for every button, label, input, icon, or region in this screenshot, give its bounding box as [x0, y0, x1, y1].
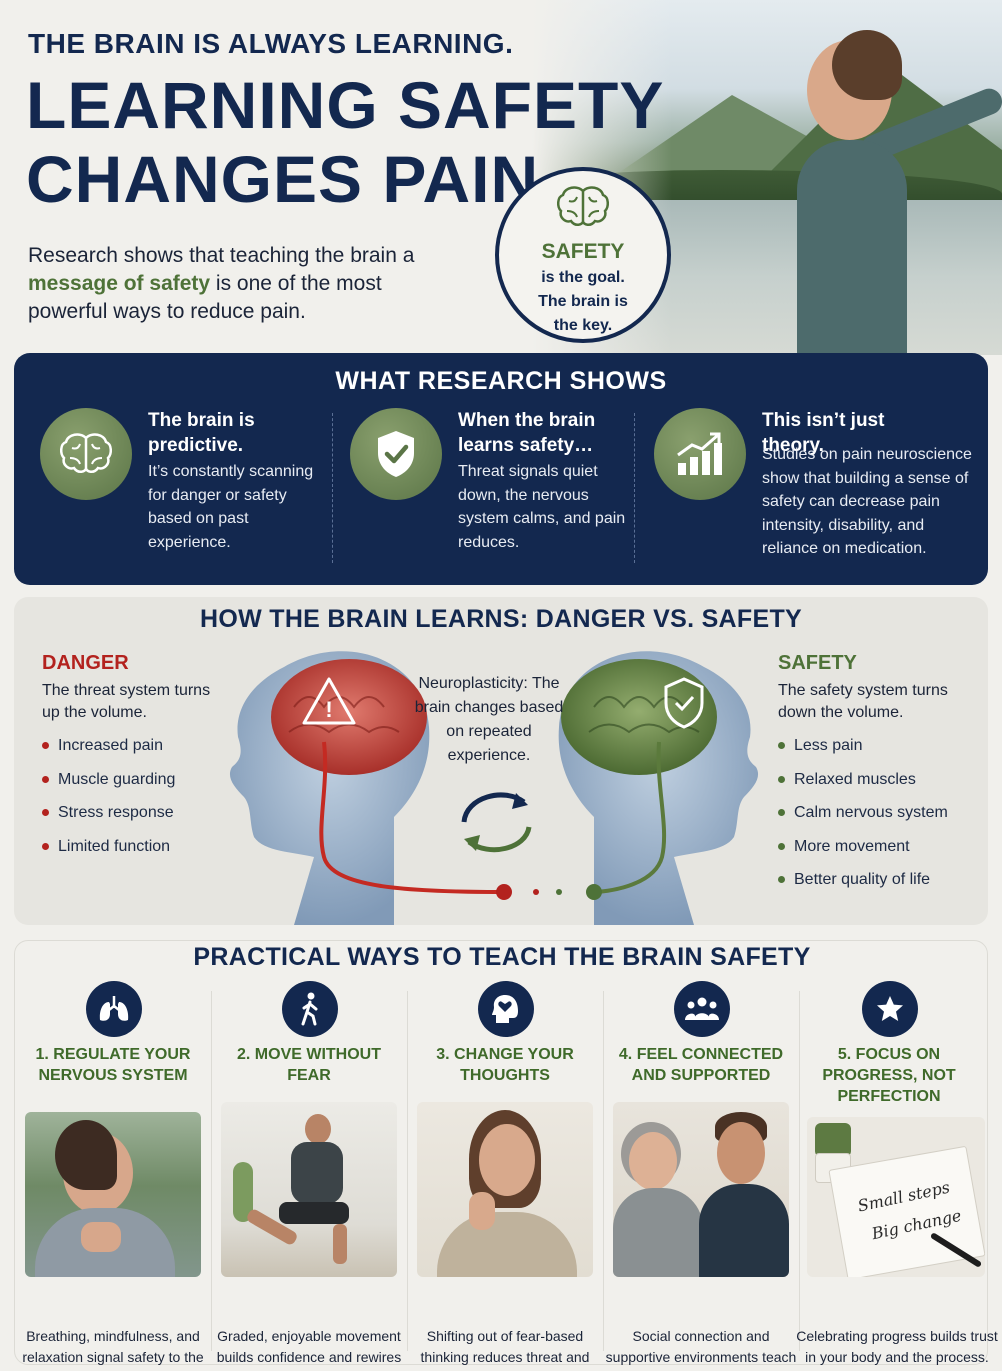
research-item-text: Threat signals quiet down, the nervous s…: [458, 463, 626, 551]
photo-two-people-talking: [613, 1102, 789, 1277]
practical-item-title: 1. REGULATE YOUR NERVOUS SYSTEM: [35, 1046, 191, 1084]
divider: [634, 413, 635, 563]
brain-learns-panel: HOW THE BRAIN LEARNS: DANGER VS. SAFETY …: [14, 597, 988, 925]
photo-notebook: Small steps Big change: [807, 1117, 985, 1277]
list-item: Better quality of life: [778, 871, 948, 905]
practical-item-title: 2. MOVE WITHOUT FEAR: [237, 1046, 381, 1084]
list-item: Increased pain: [42, 737, 175, 771]
list-item: Less pain: [778, 737, 948, 771]
research-panel: WHAT RESEARCH SHOWS The brain is predict…: [14, 353, 988, 585]
shield-check-icon: [664, 677, 704, 729]
list-item: More movement: [778, 838, 948, 872]
research-title: WHAT RESEARCH SHOWS: [335, 367, 667, 395]
shield-check-icon: [350, 408, 442, 500]
practical-item-title: 3. CHANGE YOUR THOUGHTS: [436, 1046, 574, 1084]
divider: [799, 991, 800, 1351]
warning-icon: [302, 677, 356, 725]
safety-head: [556, 651, 759, 925]
brain-icon: [40, 408, 132, 500]
divider: [407, 991, 408, 1351]
list-item: Stress response: [42, 804, 175, 838]
bar-chart-up-icon: [654, 408, 746, 500]
photo-woman-thinking: [417, 1102, 593, 1277]
practical-title: PRACTICAL WAYS TO TEACH THE BRAIN SAFETY: [193, 943, 811, 971]
safety-badge: SAFETY is the goal. The brain is the key…: [495, 167, 671, 343]
photo-woman-breathing: [25, 1112, 201, 1277]
safety-description: The safety system turns down the volume.: [778, 682, 948, 721]
practical-item-description: Graded, enjoyable movement builds confid…: [216, 1328, 402, 1371]
photo-man-lunge: [221, 1102, 397, 1277]
list-item: Calm nervous system: [778, 804, 948, 838]
headline-line-1: LEARNING SAFETY: [26, 68, 665, 142]
divider: [603, 991, 604, 1351]
neuroplasticity-note: Neuroplasticity: The brain changes based…: [414, 675, 564, 764]
intro-post: is one of the most powerful ways to redu…: [28, 272, 382, 323]
practical-item-title: 4. FEEL CONNECTED AND SUPPORTED: [618, 1046, 784, 1084]
research-item-title: When the brain learns safety…: [458, 410, 596, 456]
practical-item-description: Breathing, mindfulness, and relaxation s…: [22, 1328, 204, 1371]
practical-item-description: Social connection and supportive environ…: [605, 1328, 797, 1371]
research-item-text: Studies on pain neuroscience show that b…: [762, 446, 972, 557]
list-item: Muscle guarding: [42, 771, 175, 805]
svg-text:!: !: [325, 697, 332, 722]
danger-title: DANGER: [42, 652, 129, 674]
practical-item-progress: 5. FOCUS ON PROGRESS, NOT PERFECTION Sma…: [791, 981, 998, 1365]
list-item: Relaxed muscles: [778, 771, 948, 805]
divider: [211, 991, 212, 1351]
practical-item-regulate: 1. REGULATE YOUR NERVOUS SYSTEM Breathin…: [15, 981, 211, 1371]
badge-subtitle: is the goal. The brain is the key.: [538, 269, 628, 334]
practical-item-description: Celebrating progress builds trust in you…: [796, 1328, 998, 1365]
brain-icon: [499, 185, 667, 238]
headline-line-2: CHANGES PAIN.: [26, 142, 559, 216]
safety-list: Less pain Relaxed muscles Calm nervous s…: [778, 737, 948, 905]
practical-item-connected: 4. FEEL CONNECTED AND SUPPORTED Social c…: [603, 981, 799, 1371]
danger-list: Increased pain Muscle guarding Stress re…: [42, 737, 175, 871]
research-item-title: This isn’t just theory.: [762, 410, 885, 456]
walking-person-icon: [282, 981, 338, 1037]
research-item-text: It’s constantly scanning for danger or s…: [148, 463, 314, 551]
learns-title: HOW THE BRAIN LEARNS: DANGER VS. SAFETY: [200, 605, 802, 633]
eyebrow-heading: THE BRAIN IS ALWAYS LEARNING.: [28, 28, 514, 59]
brain-pathway-illustration: !: [229, 651, 759, 925]
practical-item-title: 5. FOCUS ON PROGRESS, NOT PERFECTION: [822, 1046, 956, 1105]
safety-title: SAFETY: [778, 652, 857, 674]
intro-text: Research shows that teaching the brain a…: [28, 242, 448, 326]
lungs-icon: [86, 981, 142, 1037]
divider: [332, 413, 333, 563]
intro-highlight: message of safety: [28, 272, 211, 295]
practical-item-description: Shifting out of fear-based thinking redu…: [420, 1328, 590, 1371]
intro-pre: Research shows that teaching the brain a: [28, 244, 415, 267]
list-item: Limited function: [42, 838, 175, 872]
danger-head: !: [229, 651, 539, 925]
head-heart-icon: [478, 981, 534, 1037]
cycle-arrows-icon: [461, 792, 532, 853]
research-item-learns-safety: When the brain learns safety… Threat sig…: [324, 408, 625, 578]
practical-ways-panel: PRACTICAL WAYS TO TEACH THE BRAIN SAFETY…: [14, 940, 998, 1371]
hero-section: THE BRAIN IS ALWAYS LEARNING. LEARNING S…: [0, 0, 1002, 355]
research-item-not-theory: This isn’t just theory. Studies on pain …: [628, 408, 972, 578]
research-item-title: The brain is predictive.: [148, 410, 255, 456]
star-icon: [862, 981, 918, 1037]
badge-title: SAFETY: [541, 240, 625, 263]
practical-item-thoughts: 3. CHANGE YOUR THOUGHTS Shifting out of …: [407, 981, 603, 1371]
danger-description: The threat system turns up the volume.: [42, 682, 211, 721]
people-group-icon: [674, 981, 730, 1037]
practical-item-move: 2. MOVE WITHOUT FEAR Graded, enjoyable m…: [211, 981, 407, 1371]
research-item-predictive: The brain is predictive. It’s constantly…: [14, 408, 314, 578]
